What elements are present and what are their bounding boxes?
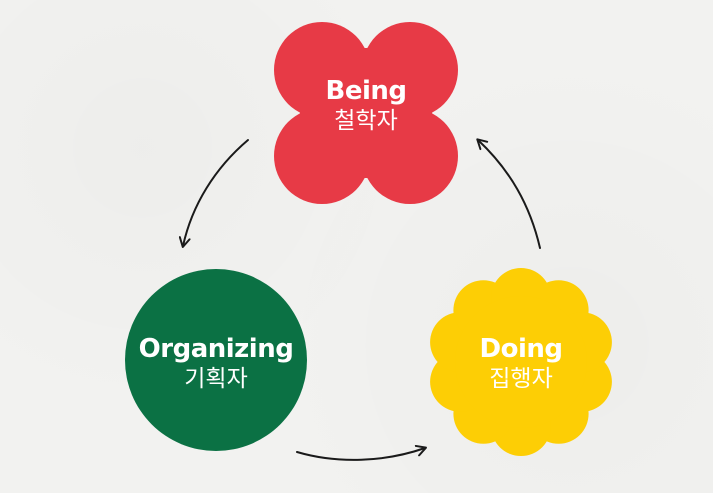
organizing-node-label: Organizing 기획자	[126, 334, 306, 394]
organizing-circle-shape	[125, 269, 307, 451]
organizing-title: Organizing	[138, 334, 294, 364]
organizing-subtitle: 기획자	[184, 366, 248, 392]
doing-flower-shape	[430, 268, 612, 456]
being-title: Being	[325, 76, 407, 106]
being-node-label: Being 철학자	[286, 76, 446, 136]
doing-title: Doing	[479, 334, 563, 364]
arrow-doing-to-being	[476, 138, 541, 249]
arrow-organizing-to-doing	[296, 444, 427, 461]
doing-flower-core	[455, 296, 587, 428]
doing-subtitle: 집행자	[489, 366, 553, 392]
arrow-being-to-organizing	[178, 139, 249, 248]
being-subtitle: 철학자	[334, 108, 398, 134]
doing-node-label: Doing 집행자	[441, 334, 601, 394]
being-quatrefoil-shape	[274, 22, 458, 204]
